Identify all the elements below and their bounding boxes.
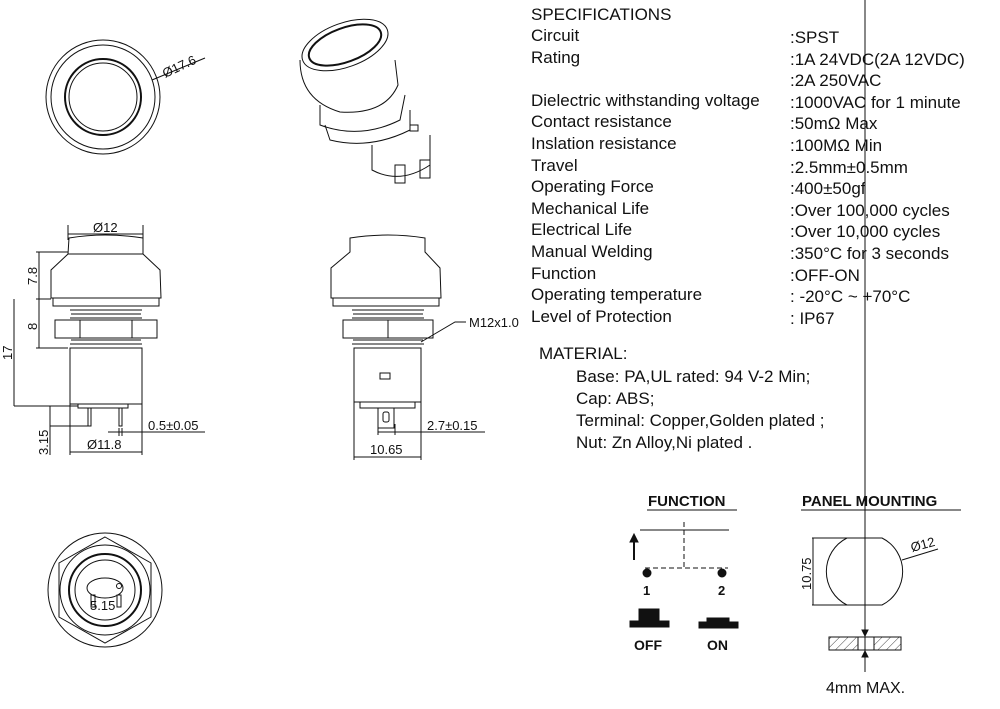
spec-label: Operating temperature (531, 285, 703, 305)
off-button-icon (629, 608, 670, 628)
specifications-title: SPECIFICATIONS (531, 5, 672, 24)
dim-total-height: 17 (0, 346, 15, 360)
spec-label: Circuit (531, 26, 580, 45)
material-line: Cap: ABS; (576, 389, 655, 408)
material-line: Nut: Zn Alloy,Ni plated . (576, 433, 753, 452)
bottom-view: 5.15 (47, 532, 163, 648)
spec-value: : -20°C ~ +70°C (790, 287, 911, 307)
material-line: Terminal: Copper,Golden plated ; (576, 411, 825, 430)
spec-label: Level of Protection (531, 306, 672, 326)
spec-label: Electrical Life (531, 220, 633, 240)
material-title: MATERIAL: (539, 344, 628, 363)
spec-label: Operating Force (531, 177, 654, 197)
spec-label: Mechanical Life (531, 198, 650, 218)
dim-cap-height: 7.8 (25, 267, 40, 285)
spec-label: Dielectric withstanding voltage (531, 90, 760, 110)
spec-label: Travel (531, 155, 578, 175)
panel-thickness-label: 4mm MAX. (826, 680, 905, 697)
spec-value: :2.5mm±0.5mm (790, 157, 908, 177)
on-button-icon (698, 617, 739, 629)
dim-body-diameter: Ø11.8 (87, 437, 121, 452)
pin-1-label: 1 (643, 583, 650, 598)
spec-value: :350°C for 3 seconds (790, 244, 949, 263)
dim-thread-length: 8 (25, 323, 40, 330)
spec-value: : IP67 (790, 308, 835, 328)
spec-label: Inslation resistance (531, 134, 677, 153)
spec-value: :100MΩ Min (790, 136, 883, 155)
spec-value: :Over 100,000 cycles (790, 200, 950, 220)
dim-cap-diameter: Ø12 (93, 220, 118, 235)
spec-value: :1000VAC for 1 minute (790, 92, 961, 112)
spec-value: :400±50gf (790, 179, 866, 199)
spec-label: Contact resistance (531, 112, 672, 132)
dim-terminal-width: 2.7±0.15 (427, 418, 478, 433)
spec-label: Rating (531, 47, 581, 67)
dim-top-diameter: Ø17.6 (160, 52, 198, 81)
on-label: ON (707, 637, 728, 653)
dim-pin-length: 3.15 (36, 430, 51, 455)
dim-hole-diameter: Ø12 (909, 534, 937, 555)
dim-thread: M12x1.0 (469, 315, 519, 330)
side-view: M12x1.0 2.7±0.15 10.65 (330, 234, 519, 460)
pin-2-label: 2 (718, 583, 725, 598)
spec-value: :Over 10,000 cycles (790, 222, 941, 242)
panel-mounting-title: PANEL MOUNTING (802, 493, 937, 510)
dim-body-width: 10.65 (370, 442, 403, 457)
spec-value: :2A 250VAC (790, 71, 882, 91)
front-view: Ø12 7.8 8 17 3.15 Ø11.8 0.5±0.05 (0, 220, 205, 455)
panel-mounting-diagram: PANEL MOUNTING 10.75 Ø12 4mm MAX. (799, 0, 961, 697)
function-title: FUNCTION (648, 493, 726, 510)
material-line: Base: PA,UL rated: 94 V-2 Min; (576, 367, 811, 386)
spec-label: Manual Welding (531, 242, 653, 261)
top-view: Ø17.6 (45, 39, 206, 155)
off-label: OFF (634, 637, 662, 653)
spec-value: :1A 24VDC(2A 12VDC) (790, 49, 965, 69)
arrow-up-icon (629, 532, 639, 560)
isometric-view (299, 18, 431, 184)
spec-value: :50mΩ Max (790, 114, 878, 134)
spec-value: :OFF-ON (790, 265, 860, 285)
spec-label: Function (531, 263, 597, 283)
dim-flat-width: 10.75 (799, 557, 814, 590)
dim-bottom: 5.15 (90, 598, 115, 613)
dim-pin-width: 0.5±0.05 (148, 418, 199, 433)
function-diagram: FUNCTION 1 2 OFF ON (629, 493, 739, 653)
spec-value: :SPST (790, 28, 840, 47)
